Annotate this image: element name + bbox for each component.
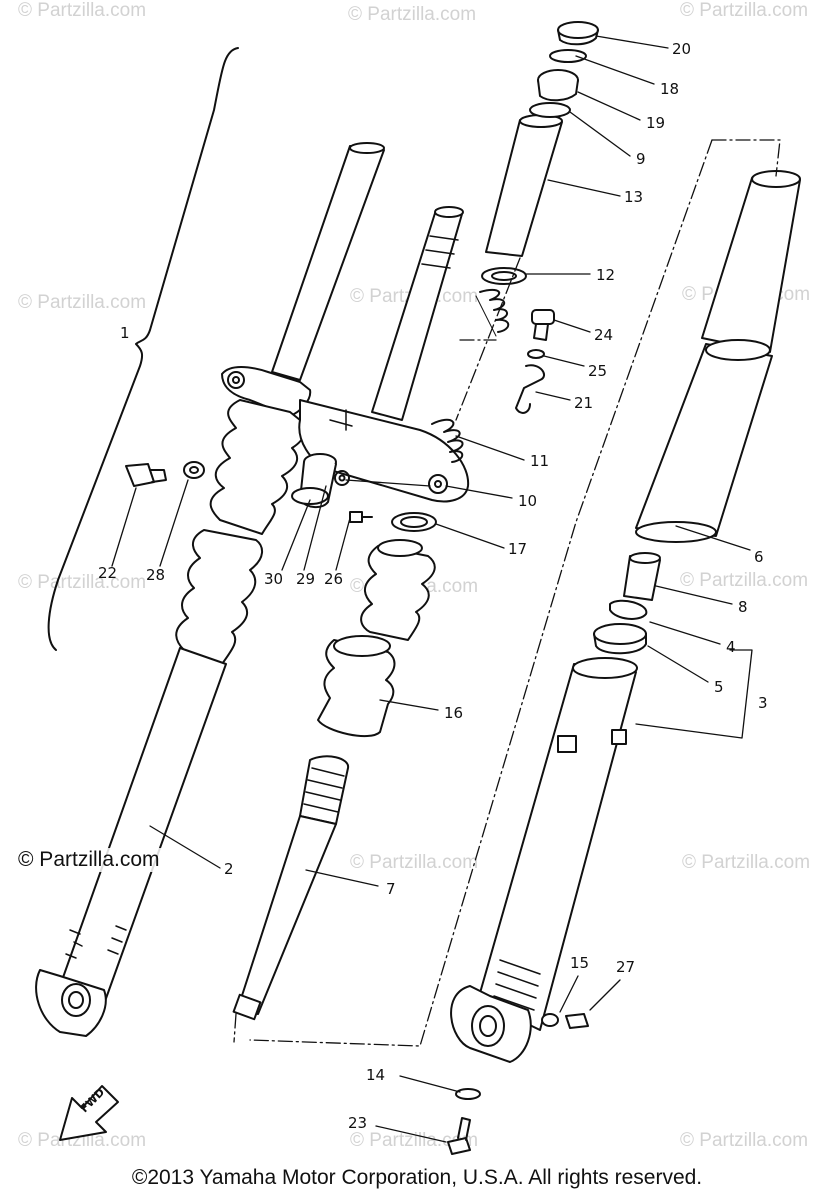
callout-30: 30	[264, 570, 284, 588]
callout-27: 27	[616, 958, 636, 976]
left-fork	[35, 142, 385, 1037]
watermark: © Partzilla.com	[18, 0, 147, 21]
watermark: © Partzilla.com	[18, 572, 147, 593]
callout-23: 23	[348, 1114, 368, 1132]
watermark: © Partzilla.com	[680, 570, 809, 591]
callout-5: 5	[714, 678, 724, 696]
assembly-bracket	[47, 47, 239, 651]
alignment-lines	[233, 139, 781, 1047]
callout-22: 22	[98, 564, 118, 582]
center-parts	[125, 21, 599, 1021]
callout-11: 11	[530, 452, 550, 470]
callout-6: 6	[754, 548, 764, 566]
callout-13: 13	[624, 188, 644, 206]
watermark: © Partzilla.com	[682, 852, 811, 873]
callout-19: 19	[646, 114, 666, 132]
callout-7: 7	[386, 880, 396, 898]
callout-26: 26	[324, 570, 344, 588]
callout-8: 8	[738, 598, 748, 616]
steering-stem	[291, 206, 470, 508]
right-fork	[447, 170, 801, 1155]
callout-17: 17	[508, 540, 528, 558]
callout-10: 10	[518, 492, 538, 510]
fwd-arrow-icon	[59, 1085, 119, 1141]
callout-25: 25	[588, 362, 608, 380]
callout-12: 12	[596, 266, 616, 284]
callout-16: 16	[444, 704, 464, 722]
callout-21: 21	[574, 394, 594, 412]
copyright-notice: ©2013 Yamaha Motor Corporation, U.S.A. A…	[131, 1166, 703, 1189]
watermark: © Partzilla.com	[680, 0, 809, 21]
callout-4: 4	[726, 638, 736, 656]
callout-1: 1	[120, 324, 130, 342]
watermark: © Partzilla.com	[18, 292, 147, 313]
partzilla-brand-overlay: © Partzilla.com	[16, 848, 162, 872]
callout-14: 14	[366, 1066, 386, 1084]
watermark: © Partzilla.com	[18, 1130, 147, 1151]
callout-24: 24	[594, 326, 614, 344]
callout-2: 2	[224, 860, 234, 878]
callout-3: 3	[758, 694, 768, 712]
callout-15: 15	[570, 954, 590, 972]
callout-18: 18	[660, 80, 680, 98]
callout-29: 29	[296, 570, 316, 588]
watermark: © Partzilla.com	[350, 1130, 479, 1151]
watermark: © Partzilla.com	[350, 852, 479, 873]
leader-lines	[111, 35, 753, 1143]
callout-28: 28	[146, 566, 166, 584]
callout-9: 9	[636, 150, 646, 168]
watermark: © Partzilla.com	[680, 1130, 809, 1151]
callout-20: 20	[672, 40, 692, 58]
watermark: © Partzilla.com	[348, 4, 477, 25]
